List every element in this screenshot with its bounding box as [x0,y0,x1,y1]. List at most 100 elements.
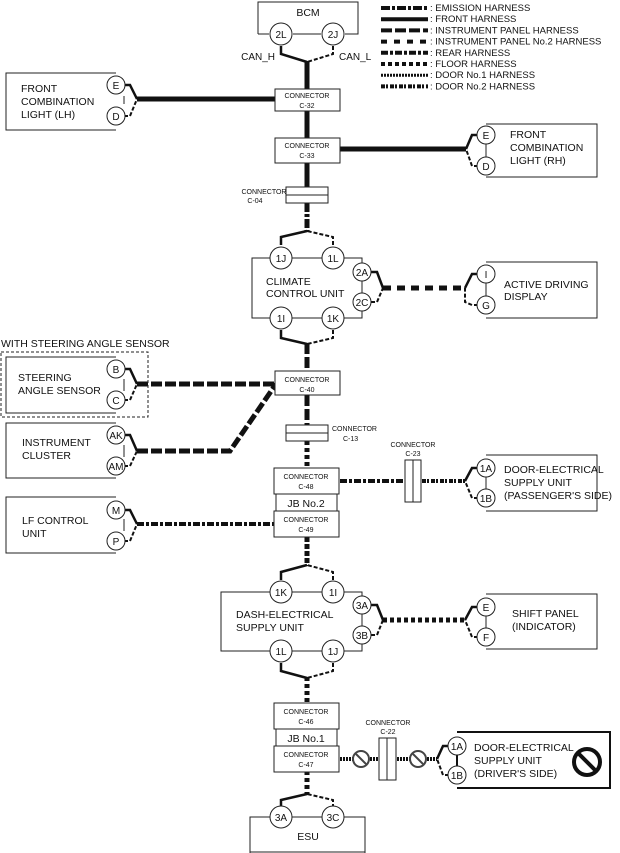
wire-add-i [463,272,478,289]
module-steering-angle-sensor[interactable]: STEERING ANGLE SENSOR B C [5,356,126,414]
module-shift-panel[interactable]: SHIFT PANEL (INDICATOR) E F [476,593,598,650]
wire-sas-c [124,383,138,401]
svg-text:1B: 1B [480,494,493,505]
pin-1a: 1A [476,458,496,478]
svg-text:1K: 1K [327,314,340,325]
module-front-combination-light-rh[interactable]: FRONT COMBINATION LIGHT (RH) E D [476,123,598,178]
wire-lf-m [124,508,139,525]
module-bcm[interactable]: BCM 2L 2J CAN_H CAN_L [241,1,372,63]
svg-text:D: D [482,162,489,173]
pin-d: D [106,106,126,126]
connector-c13[interactable]: CONNECTOR C-13 [285,424,377,443]
wire-climate-1j [279,229,308,245]
connector-c48-label: C-48 [298,484,313,491]
svg-text:CONNECTOR: CONNECTOR [285,143,330,150]
pin-2c: 2C [352,292,372,312]
svg-text:AK: AK [109,431,123,442]
connector-c04[interactable]: CONNECTOR C-04 [242,186,329,205]
pin-am: AM [106,456,126,476]
connector-c22[interactable]: CONNECTOR C-22 [366,720,411,781]
svg-text:3C: 3C [327,813,340,824]
pin-m: M [106,500,126,520]
wire-climate-2c [371,287,384,303]
module-dash-electrical-supply-unit[interactable]: DASH-ELECTRICAL SUPPLY UNIT 1K 1I 1L 1J … [220,580,372,663]
svg-text:CONNECTOR: CONNECTOR [391,442,436,449]
connector-c23[interactable]: CONNECTOR C-23 [391,442,436,503]
pin-1j: 1J [321,639,345,663]
svg-text:CONNECTOR: CONNECTOR [332,426,377,433]
wire-shift-f [464,619,478,638]
ic-label-1: INSTRUMENT [22,437,91,449]
svg-text:1B: 1B [451,771,464,782]
connector-c46[interactable] [273,702,340,730]
module-front-combination-light-lh[interactable]: FRONT COMBINATION LIGHT (LH) E D [5,72,126,131]
svg-text:2L: 2L [275,30,287,41]
svg-text:CONNECTOR: CONNECTOR [284,752,329,759]
svg-text:AM: AM [109,462,124,473]
pin-g: G [476,295,496,315]
connector-c32[interactable]: CONNECTOR C-32 [274,88,341,112]
wire-shift-e [463,605,478,621]
svg-text:B: B [113,365,120,376]
svg-text:E: E [483,131,490,142]
module-door-electrical-supply-unit-driver[interactable]: DOOR-ELECTRICAL SUPPLY UNIT (DRIVER'S SI… [447,731,611,789]
ic-label-2: CLUSTER [22,450,71,462]
pin-1b: 1B [476,488,496,508]
pin-d: D [476,156,496,176]
fcl-rh-label-3: LIGHT (RH) [510,155,566,167]
pin-1k: 1K [321,306,345,330]
pin-ak: AK [106,425,126,445]
pin-1k: 1K [269,580,293,604]
svg-text:3A: 3A [356,601,369,612]
esu-label: ESU [297,831,319,843]
wire-dash-1l [279,663,308,680]
svg-text:E: E [483,603,490,614]
connector-c33[interactable]: CONNECTOR C-33 [274,137,341,164]
connector-c48[interactable] [273,467,340,495]
wire-bcm-can-h [279,46,308,64]
connector-c33-label: C-33 [299,153,314,160]
module-door-electrical-supply-unit-passenger[interactable]: DOOR-ELECTRICAL SUPPLY UNIT (PASSENGER'S… [476,454,612,512]
module-active-driving-display[interactable]: ACTIVE DRIVING DISPLAY I G [476,261,598,319]
pin-1l: 1L [321,246,345,270]
fcl-lh-label-1: FRONT [21,83,58,95]
legend-item-ip: : INSTRUMENT PANEL HARNESS [381,25,579,36]
junction-box-no2[interactable]: CONNECTOR C-48 JB No.2 CONNECTOR C-49 [273,467,340,538]
pin-e: E [476,597,496,617]
legend-item-floor: : FLOOR HARNESS [381,59,517,70]
pin-1b: 1B [447,765,467,785]
not-applicable-icon [572,747,602,777]
connector-c22-label: C-22 [380,729,395,736]
wire-bcm-can-l [306,46,334,63]
connector-c49[interactable] [273,510,340,538]
legend-label-door2: : DOOR No.2 HARNESS [430,81,535,92]
dash-label-2: SUPPLY UNIT [236,622,304,634]
module-climate-control-unit[interactable]: CLIMATE CONTROL UNIT 1J 1L 1I 1K 2A 2C [251,246,372,330]
svg-text:2A: 2A [356,268,369,279]
legend-item-door2: : DOOR No.2 HARNESS [381,81,535,92]
fcl-lh-label-3: LIGHT (LH) [21,109,75,121]
legend-item-emission: : EMISSION HARNESS [381,3,530,14]
module-instrument-cluster[interactable]: INSTRUMENT CLUSTER AK AM [5,422,126,479]
lf-label-2: UNIT [22,528,47,540]
jb-no1-label: JB No.1 [287,733,325,745]
wire-sas-b [124,367,139,385]
wire-desu-drv-1a [435,744,449,760]
svg-text:2C: 2C [356,298,369,309]
wire-dash-1k [279,563,308,580]
connector-c40[interactable]: CONNECTOR C-40 [274,370,341,396]
pin-p: P [106,531,126,551]
module-lf-control-unit[interactable]: LF CONTROL UNIT M P [5,496,126,554]
svg-text:G: G [482,301,490,312]
fcl-rh-label-1: FRONT [510,129,547,141]
connector-c47[interactable] [273,745,340,773]
svg-text:1A: 1A [480,464,493,475]
module-esu[interactable]: ESU 3A 3C [249,805,366,853]
junction-box-no1[interactable]: CONNECTOR C-46 JB No.1 CONNECTOR C-47 [273,702,340,773]
prohibited-icon [352,750,370,768]
lf-label-1: LF CONTROL [22,515,89,527]
pin-3c: 3C [321,805,345,829]
pin-e: E [106,75,126,95]
svg-text:CONNECTOR: CONNECTOR [242,189,287,196]
pin-1l: 1L [269,639,293,663]
